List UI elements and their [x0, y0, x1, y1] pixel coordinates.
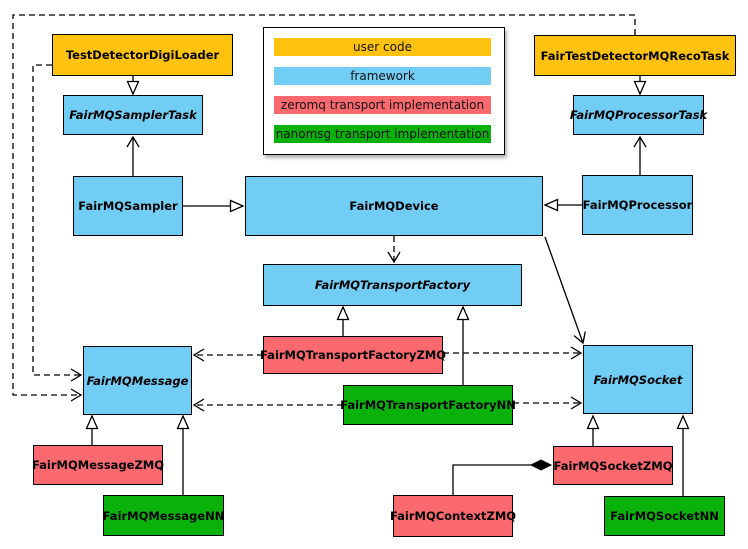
node-fairmq-device: FairMQDevice [245, 176, 543, 236]
edge-recotask-message [12, 14, 636, 402]
node-fairmq-transport-factory-zmq: FairMQTransportFactoryZMQ [260, 336, 446, 374]
node-fairmq-processor-task: FairMQProcessorTask [570, 95, 707, 135]
node-fairmq-transport-factory-nn: FairMQTransportFactoryNN [340, 385, 516, 425]
node-fairmq-message: FairMQMessage [83, 346, 192, 415]
node-fairmq-socket-nn: FairMQSocketNN [604, 496, 725, 536]
legend-item-user-code: user code [274, 38, 491, 56]
node-test-detector-digi-loader: TestDetectorDigiLoader [52, 34, 233, 76]
node-fairmq-socket-zmq: FairMQSocketZMQ [553, 446, 673, 485]
node-fairmq-context-zmq: FairMQContextZMQ [390, 495, 516, 537]
node-fairmq-message-nn: FairMQMessageNN [103, 495, 224, 536]
node-fairmq-processor: FairMQProcessor [582, 175, 693, 235]
node-fairmq-message-zmq: FairMQMessageZMQ [32, 445, 164, 485]
edge-device-socket [544, 236, 586, 345]
legend-item-zeromq: zeromq transport implementation [274, 96, 491, 114]
node-fairmq-sampler-task: FairMQSamplerTask [63, 95, 203, 135]
node-fairmq-sampler: FairMQSampler [73, 176, 183, 236]
edge-contextzmq-socketzmq [452, 459, 553, 495]
edge-digiloader-message [32, 64, 83, 382]
legend-item-nanomsg: nanomsg transport implementation [274, 125, 491, 143]
legend-item-framework: framework [274, 67, 491, 85]
node-fair-test-detector-mq-reco-task: FairTestDetectorMQRecoTask [534, 35, 736, 76]
node-fairmq-transport-factory: FairMQTransportFactory [263, 264, 522, 306]
legend: user code framework zeromq transport imp… [263, 27, 505, 155]
node-fairmq-socket: FairMQSocket [583, 345, 693, 414]
